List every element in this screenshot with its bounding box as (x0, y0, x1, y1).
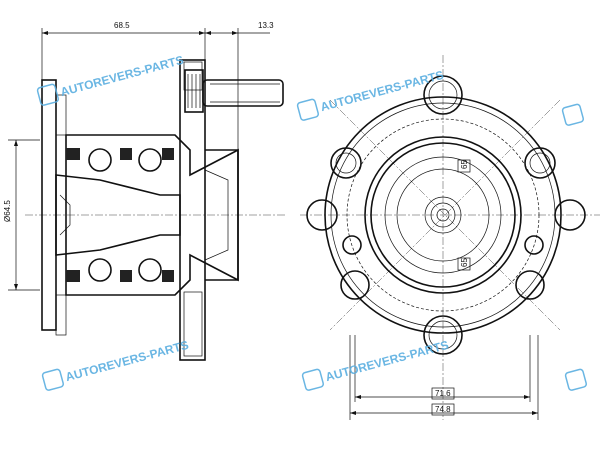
ar-logo-icon (36, 83, 60, 106)
ar-logo-icon (296, 98, 320, 121)
ar-logo-icon (41, 368, 65, 391)
angle-bottom-label: 65 (460, 258, 469, 267)
watermark-1: AUTOREVERS-PARTS (59, 53, 185, 99)
ar-logo-icon (561, 103, 585, 126)
dim-stud-length: 13.3 (258, 21, 274, 30)
ar-logo-icon (301, 368, 325, 391)
watermark-3: AUTOREVERS-PARTS (64, 338, 190, 384)
front-view: 65 65 71.6 74.8 (300, 55, 600, 420)
angle-top-label: 65 (460, 160, 469, 169)
watermarks: AUTOREVERS-PARTS AUTOREVERS-PARTS AUTORE… (36, 53, 588, 391)
ar-logo-icon (564, 368, 588, 391)
watermark-2: AUTOREVERS-PARTS (319, 68, 445, 114)
bearing-balls (66, 148, 174, 282)
dim-pcd-outer: 74.8 (435, 405, 451, 414)
watermark-4: AUTOREVERS-PARTS (324, 338, 450, 384)
section-view: 68.5 13.3 Ø64.5 (3, 21, 285, 361)
stud-holes (306, 75, 586, 355)
dim-bearing-diameter: Ø64.5 (3, 200, 12, 222)
dim-flange-offset: 68.5 (114, 21, 130, 30)
dim-pcd-inner: 71.6 (435, 389, 451, 398)
